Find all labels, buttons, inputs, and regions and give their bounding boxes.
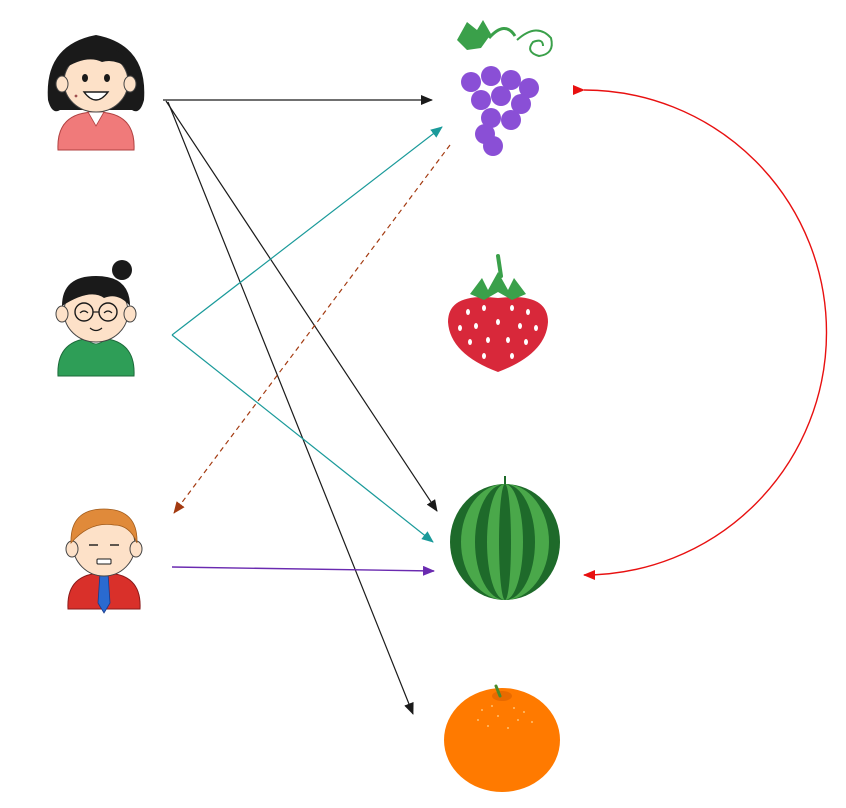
edge-grape-watermelon-bidirectional <box>572 84 828 580</box>
edge-boy-to-grape <box>171 126 443 336</box>
edge-girl-to-watermelon <box>165 100 438 512</box>
strawberry-icon <box>448 254 548 372</box>
edge-grape-to-man-dashed <box>173 144 451 514</box>
edge-girl-to-orange <box>167 101 414 715</box>
edges <box>163 84 828 715</box>
orange-icon <box>444 684 560 792</box>
grape-icon <box>457 20 553 156</box>
watermelon-icon <box>450 476 560 600</box>
boy-with-glasses-icon <box>55 260 137 377</box>
edge-man-to-watermelon <box>171 565 435 576</box>
edge-boy-to-watermelon <box>171 334 434 543</box>
man-with-tie-icon <box>65 508 143 614</box>
smiling-woman-icon <box>47 35 145 151</box>
